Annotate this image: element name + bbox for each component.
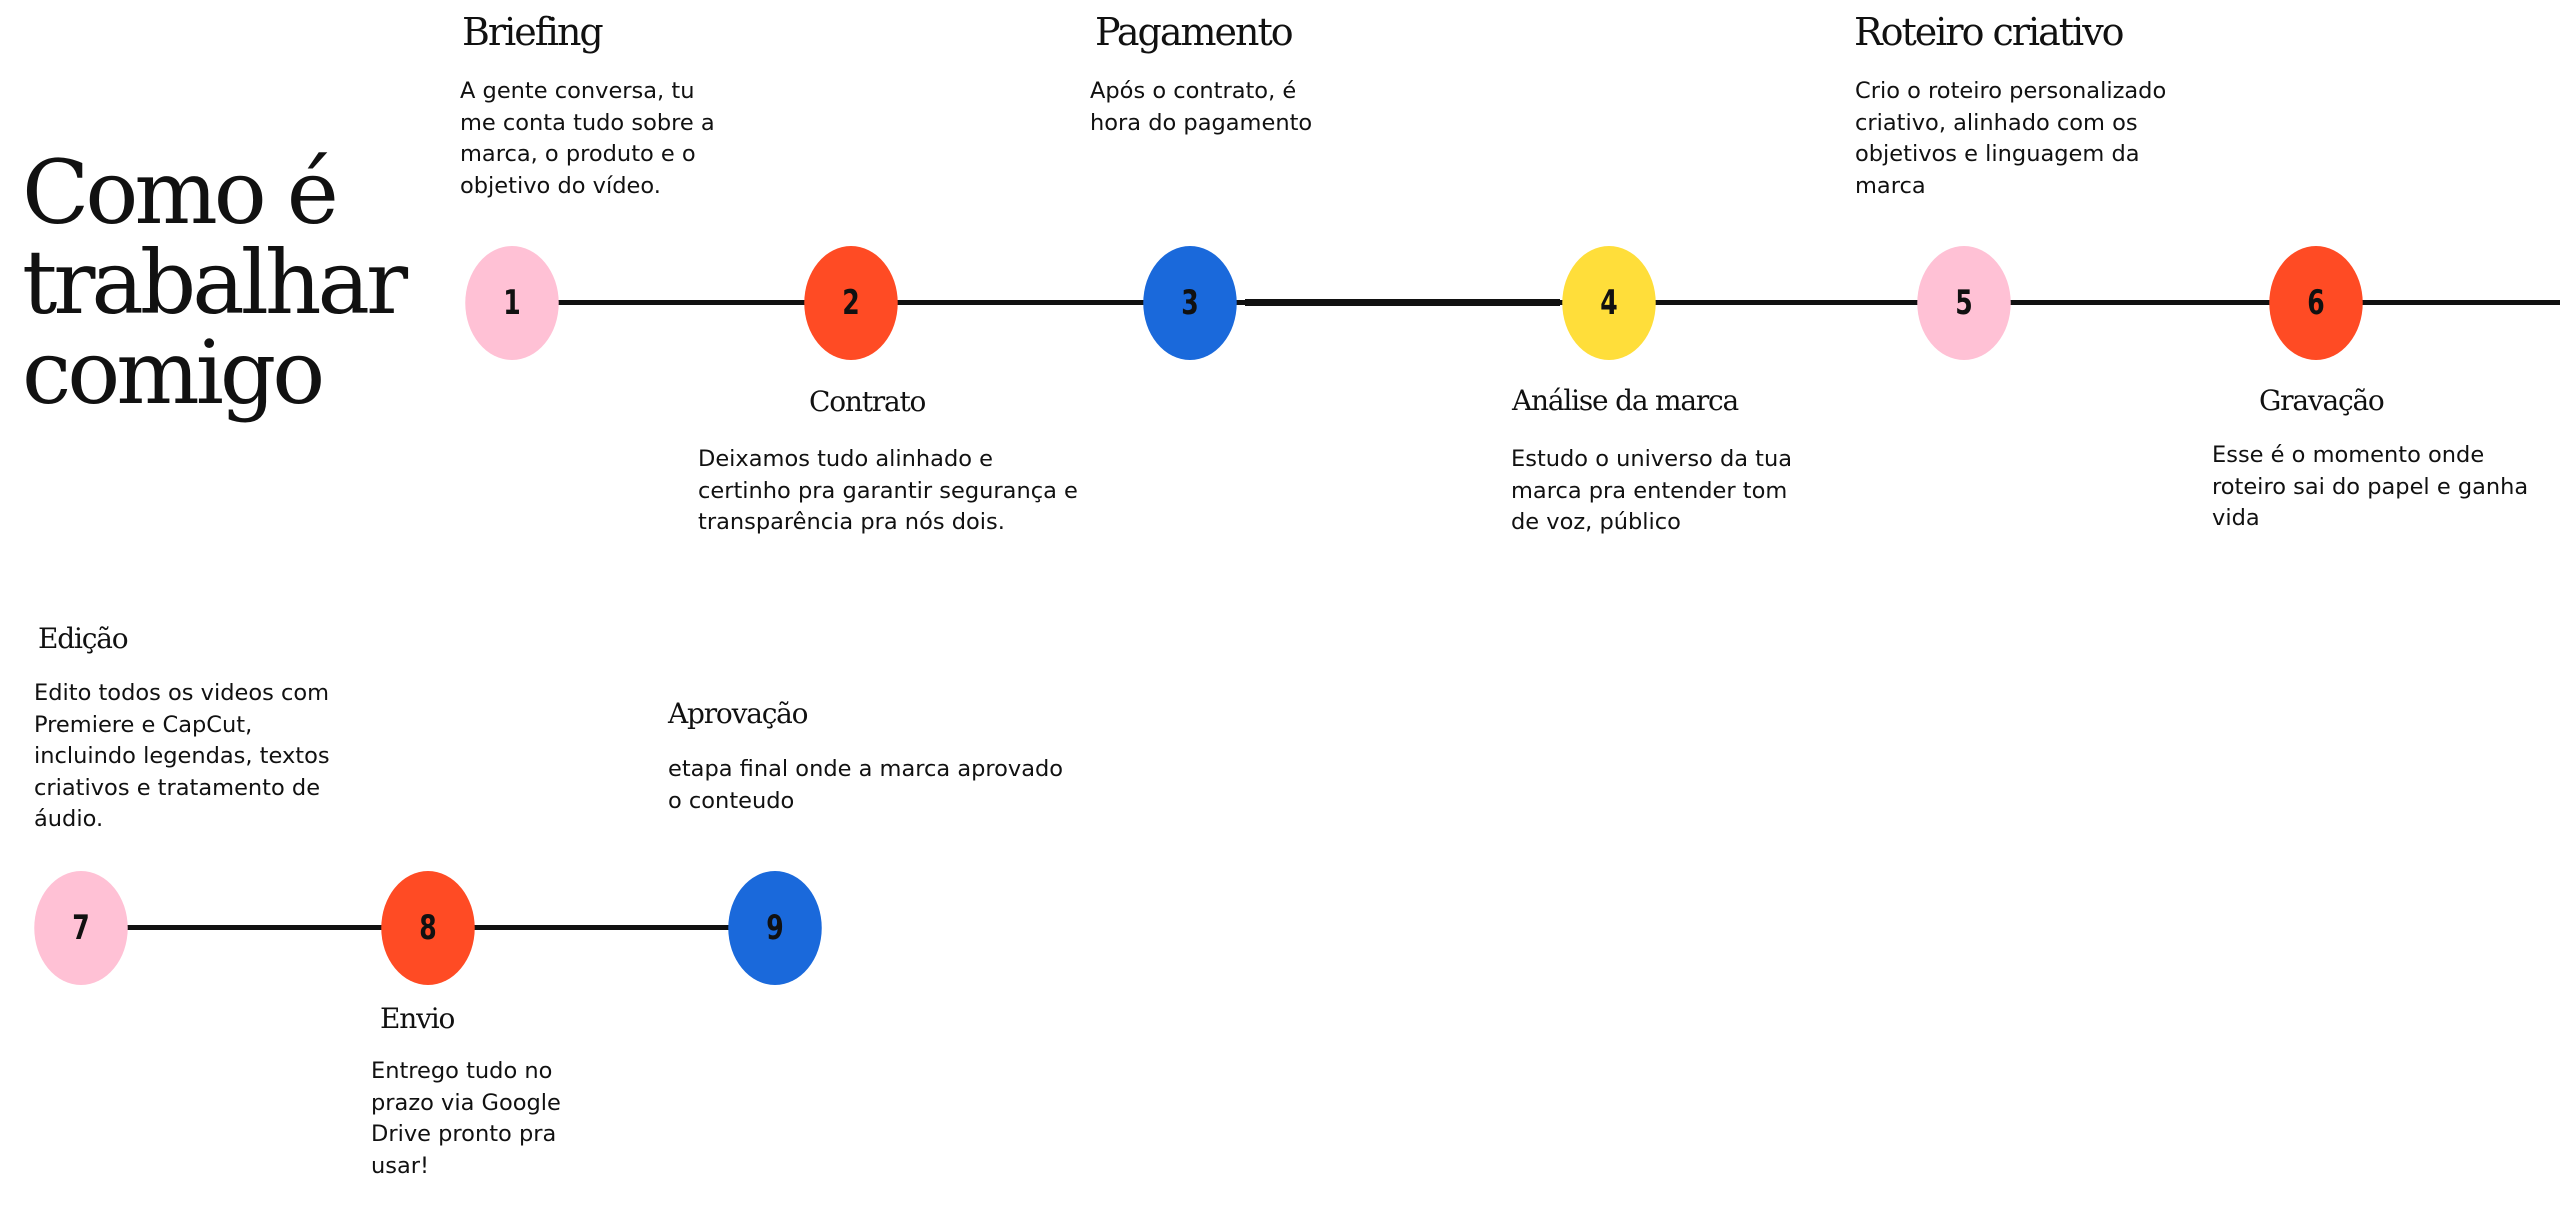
step-3-title: Pagamento xyxy=(1095,10,1294,54)
step-4-description: Estudo o universo da tua marca pra enten… xyxy=(1511,446,1793,535)
step-9-marker: 9 xyxy=(728,871,822,985)
step-2-title: Contrato xyxy=(809,385,926,418)
step-2-marker: 2 xyxy=(804,246,898,360)
step-5-marker: 5 xyxy=(1917,246,2011,360)
step-4-number: 4 xyxy=(1600,283,1618,323)
step-9-number: 9 xyxy=(766,908,784,948)
step-3-description: Após o contrato, é hora do pagamento xyxy=(1090,78,1313,136)
step-8-number: 8 xyxy=(419,908,437,948)
step-3-number: 3 xyxy=(1181,283,1199,323)
step-5-description: Crio o roteiro personalizado criativo, a… xyxy=(1855,78,2167,199)
step-1-description: A gente conversa, tu me conta tudo sobre… xyxy=(460,78,715,199)
step-1-number: 1 xyxy=(503,283,521,323)
step-6-number: 6 xyxy=(2307,283,2325,323)
step-2-description: Deixamos tudo alinhado e certinho pra ga… xyxy=(698,446,1078,535)
step-2-number: 2 xyxy=(842,283,860,323)
step-5-number: 5 xyxy=(1955,283,1973,323)
step-7-marker: 7 xyxy=(34,871,128,985)
timeline-line-top-thick xyxy=(1245,299,1560,306)
step-8-marker: 8 xyxy=(381,871,475,985)
step-7-title: Edição xyxy=(38,622,129,655)
step-8-title: Envio xyxy=(380,1002,455,1035)
page-title: Como é trabalhar comigo xyxy=(22,141,408,424)
step-7-number: 7 xyxy=(72,908,90,948)
step-8-description: Entrego tudo no prazo via Google Drive p… xyxy=(371,1058,561,1179)
step-5-title: Roteiro criativo xyxy=(1854,10,2125,54)
step-6-marker: 6 xyxy=(2269,246,2363,360)
step-1-marker: 1 xyxy=(465,246,559,360)
step-9-title: Aprovação xyxy=(668,697,809,730)
step-3-marker: 3 xyxy=(1143,246,1237,360)
step-1-title: Briefing xyxy=(462,10,604,54)
step-9-description: etapa final onde a marca aprovado o cont… xyxy=(668,756,1064,814)
step-4-marker: 4 xyxy=(1562,246,1656,360)
step-7-description: Edito todos os videos com Premiere e Cap… xyxy=(34,680,330,832)
step-4-title: Análise da marca xyxy=(1512,384,1739,417)
step-6-description: Esse é o momento onde roteiro sai do pap… xyxy=(2212,442,2529,531)
step-6-title: Gravação xyxy=(2259,384,2385,417)
